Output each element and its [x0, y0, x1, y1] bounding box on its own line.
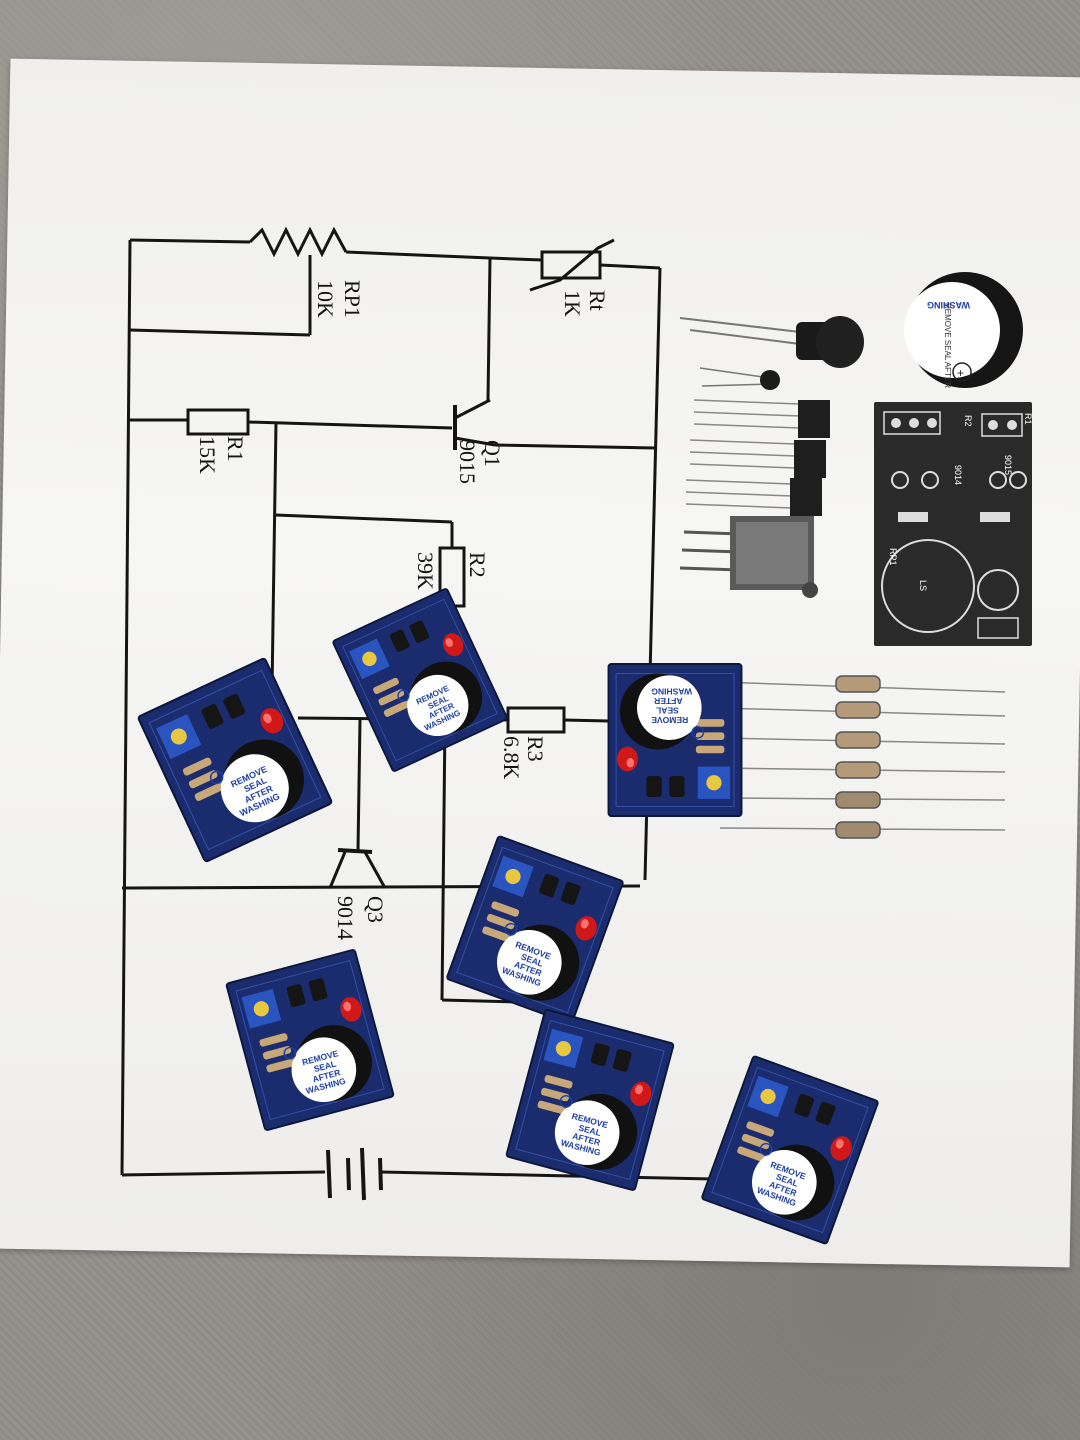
pcb-rp1-label: RP1	[888, 548, 898, 566]
buzzer-drawing: WASHING REMOVE SEAL AFTER +	[904, 272, 1023, 388]
rp1-symbol	[248, 226, 348, 258]
pcb-9015-label: 9015	[1003, 455, 1013, 475]
board-5	[225, 948, 395, 1132]
svg-text:WASHING: WASHING	[927, 300, 970, 310]
board-3	[607, 663, 743, 817]
r1-symbol	[186, 408, 250, 436]
r1-ref-label: R1	[223, 436, 248, 462]
pcb-r2-label: R2	[963, 415, 973, 427]
schematic	[120, 226, 761, 1201]
transistor-drawings	[685, 399, 830, 516]
q1-ref-label: Q1	[480, 440, 505, 467]
led-drawing	[679, 316, 864, 368]
svg-text:REMOVE SEAL AFTER: REMOVE SEAL AFTER	[943, 303, 952, 388]
board-7	[700, 1054, 880, 1246]
pcb-layout-drawing: LS 9014 9015 R2 R1 RP1	[874, 402, 1033, 646]
rt-value-label: 1K	[560, 290, 585, 317]
schematic-labels: RP1 10K Rt 1K R1 15K Q1 9015 R2 39K R3 6…	[195, 280, 610, 940]
board-4	[445, 834, 625, 1026]
q3-ref-label: Q3	[363, 896, 388, 923]
r1-value-label: 15K	[195, 436, 220, 474]
resistor-drawings	[719, 675, 1006, 839]
r3-ref-label: R3	[523, 736, 548, 762]
q3-value-label: 9014	[333, 896, 358, 940]
r3-symbol	[506, 706, 566, 734]
rp1-value-label: 10K	[313, 280, 338, 318]
rt-ref-label: Rt	[585, 290, 610, 311]
component-illustrations: WASHING REMOVE SEAL AFTER + LS 9014	[679, 272, 1033, 839]
board-1	[136, 656, 334, 864]
rp1-ref-label: RP1	[340, 280, 365, 318]
r3-value-label: 6.8K	[499, 736, 524, 780]
pcb-r1-label: R1	[1023, 413, 1033, 425]
q1-value-label: 9015	[455, 440, 480, 484]
thermistor-drawing	[699, 367, 780, 390]
r2-ref-label: R2	[465, 552, 490, 578]
board-6	[505, 1008, 675, 1192]
pcb-9014-label: 9014	[953, 465, 963, 485]
r2-value-label: 39K	[413, 552, 438, 590]
assembled-boards	[136, 587, 880, 1246]
pcb-ls-label: LS	[918, 580, 928, 591]
rt-symbol	[540, 250, 602, 280]
svg-text:+: +	[957, 366, 964, 380]
trimmer-drawing	[679, 516, 818, 598]
